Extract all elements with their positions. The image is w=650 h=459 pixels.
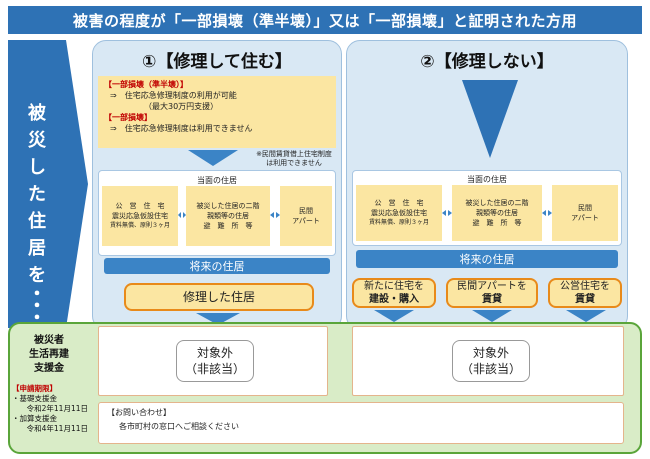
future-housing-band: 将来の住居 — [104, 258, 330, 274]
rental-note-line: ※民間賃貸借上住宅制度 — [256, 150, 332, 158]
sidebar-char: ・ — [28, 284, 46, 305]
left-panel-title: ①【修理して住む】 — [142, 52, 292, 72]
info-line: ⇒ 住宅応急修理制度の利用が可能 — [110, 91, 237, 100]
sidebar-char: た — [28, 184, 46, 205]
double-arrow-icon — [542, 210, 552, 216]
cell-line: 被災した住居の二階 — [465, 199, 529, 207]
pill-line: 建設・購入 — [369, 294, 419, 305]
sidebar-char: ・ — [28, 296, 46, 317]
not-applicable-line: 対象外 — [196, 346, 233, 360]
sidebar-char: し — [28, 157, 46, 178]
pill-line: 賃貸 — [575, 294, 595, 305]
pill-line: 賃貸 — [482, 294, 502, 305]
cell-line: 公 営 住 宅 — [374, 199, 424, 207]
cell-line: 震災応急仮設住宅 — [371, 209, 427, 217]
sidebar-char: 居 — [28, 238, 46, 259]
extra-support-label: ・加算支援金 — [12, 414, 57, 423]
basic-support-date: 令和2年11月11日 — [26, 404, 88, 413]
private-apartment-cell: 民間 アパート — [552, 185, 618, 241]
sidebar-char: 住 — [28, 211, 46, 232]
private-apartment-cell: 民間 アパート — [280, 186, 332, 246]
down-arrow-icon — [188, 150, 238, 166]
sidebar-char: を — [28, 265, 46, 286]
page-title: 被害の程度が「一部損壊（準半壊）」又は「一部損壊」と証明された方用 — [8, 6, 642, 34]
support-label-line: 生活再建 — [29, 349, 69, 360]
cell-line: 公 営 住 宅 — [115, 202, 165, 210]
pill-line: 公営住宅を — [560, 281, 610, 292]
rental-note-line: は利用できません — [266, 159, 322, 167]
rental-note: ※民間賃貸借上住宅制度 は利用できません — [244, 150, 344, 168]
cell-line: 震災応急仮設住宅 — [112, 212, 168, 220]
contact-box: 【お問い合わせ】 各市町村の窓口へご相談ください — [98, 402, 624, 444]
rent-public-housing-pill: 公営住宅を 賃貸 — [548, 278, 622, 308]
future-housing-band: 将来の住居 — [356, 250, 618, 268]
cell-line: 被災した住居の二階 — [196, 202, 260, 210]
support-label-line: 支援金 — [34, 363, 64, 374]
left-not-applicable: 対象外 （非該当） — [176, 340, 254, 382]
info-heading-partial: 【一部損壊】 — [104, 113, 152, 122]
cell-line: 民間 — [578, 204, 592, 212]
sidebar-char: 災 — [28, 130, 46, 151]
public-housing-cell: 公 営 住 宅 震災応急仮設住宅 賃料無償、原則３ヶ月 — [102, 186, 178, 246]
repaired-home-pill: 修理した住居 — [124, 283, 314, 311]
cell-line: 賃料無償、原則３ヶ月 — [368, 219, 429, 226]
right-panel-title: ②【修理しない】 — [420, 52, 554, 72]
cell-line: 避 難 所 等 — [203, 222, 253, 230]
cell-line: アパート — [571, 214, 599, 222]
sidebar-label: 被 災 し た 住 居 を ・ ・ ・ — [8, 40, 66, 328]
support-label-line: 被災者 — [34, 335, 64, 346]
relatives-cell: 被災した住居の二階 親類等の住居 避 難 所 等 — [186, 186, 270, 246]
contact-label: 【お問い合わせ】 — [107, 408, 171, 417]
info-line: （最大30万円支援） — [144, 102, 219, 111]
cell-line: 親類等の住居 — [476, 209, 518, 217]
rent-apartment-pill: 民間アパートを 賃貸 — [446, 278, 538, 308]
sidebar-arrow-icon — [66, 40, 88, 328]
basic-support-label: ・基礎支援金 — [12, 394, 57, 403]
info-heading-semi: 【一部損壊（準半壊）】 — [104, 80, 188, 89]
down-arrow-icon — [196, 313, 240, 325]
double-arrow-icon — [442, 210, 452, 216]
deadline-label: 【申請期限】 — [12, 384, 57, 393]
extra-support-date: 令和4年11月11日 — [26, 424, 88, 433]
sidebar-char: 被 — [28, 103, 46, 124]
support-section-label: 被災者 生活再建 支援金 【申請期限】 ・基礎支援金 令和2年11月11日 ・加… — [10, 324, 88, 452]
cell-line: 賃料無償、原則３ヶ月 — [109, 222, 170, 229]
large-down-arrow-icon — [462, 80, 518, 158]
down-arrow-icon — [374, 310, 414, 322]
not-applicable-line: （非該当） — [460, 362, 521, 376]
repair-info-box: 【一部損壊（準半壊）】 ⇒ 住宅応急修理制度の利用が可能 （最大30万円支援） … — [98, 76, 336, 148]
build-buy-pill: 新たに住宅を 建設・購入 — [352, 278, 436, 308]
not-applicable-line: （非該当） — [184, 362, 245, 376]
public-housing-cell: 公 営 住 宅 震災応急仮設住宅 賃料無償、原則３ヶ月 — [356, 185, 442, 241]
cell-line: 避 難 所 等 — [472, 219, 522, 227]
down-arrow-icon — [566, 310, 606, 322]
double-arrow-icon — [270, 212, 280, 218]
contact-text: 各市町村の窓口へご相談ください — [119, 422, 239, 431]
pill-line: 民間アパートを — [457, 281, 527, 292]
right-not-applicable: 対象外 （非該当） — [452, 340, 530, 382]
temp-housing-label: 当面の住居 — [197, 176, 237, 185]
relatives-cell: 被災した住居の二階 親類等の住居 避 難 所 等 — [452, 185, 542, 241]
info-line: ⇒ 住宅応急修理制度は利用できません — [110, 124, 253, 133]
temp-housing-label: 当面の住居 — [467, 175, 507, 184]
pill-line: 新たに住宅を — [364, 281, 424, 292]
not-applicable-line: 対象外 — [472, 346, 509, 360]
cell-line: アパート — [292, 217, 320, 225]
down-arrow-icon — [472, 310, 512, 322]
double-arrow-icon — [178, 212, 186, 218]
cell-line: 親類等の住居 — [207, 212, 249, 220]
cell-line: 民間 — [299, 207, 313, 215]
